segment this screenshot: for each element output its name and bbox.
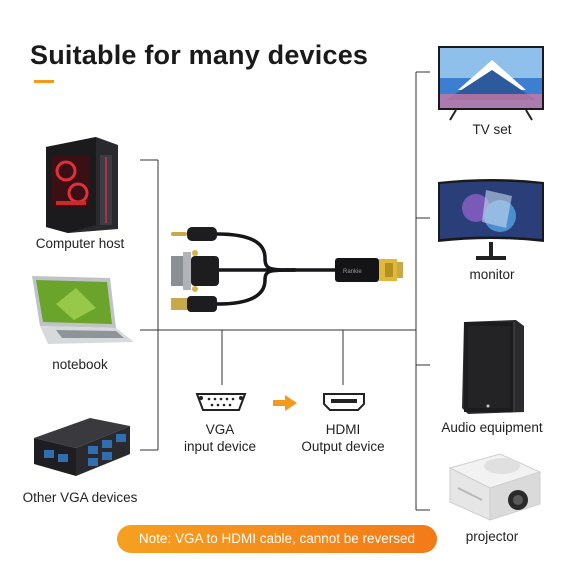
svg-text:Rankie: Rankie bbox=[343, 269, 362, 275]
hdmi-label-line2: Output device bbox=[301, 439, 385, 454]
note-banner: Note: VGA to HDMI cable, cannot be rever… bbox=[117, 525, 437, 553]
vga-to-hdmi-cable-icon: Rankie bbox=[171, 227, 403, 312]
vga-port-icon bbox=[195, 393, 247, 411]
speaker-icon bbox=[462, 320, 524, 414]
vga-label-line1: VGA bbox=[205, 422, 235, 437]
page-title: Suitable for many devices bbox=[30, 40, 369, 70]
device-label-monitor: monitor bbox=[469, 267, 515, 282]
projector-icon bbox=[448, 453, 542, 521]
laptop-icon bbox=[32, 276, 134, 344]
hdmi-label-line1: HDMI bbox=[325, 422, 361, 437]
vga-label-line2: input device bbox=[183, 439, 257, 454]
device-label-audio: Audio equipment bbox=[441, 420, 543, 435]
device-label-notebook: notebook bbox=[52, 357, 108, 372]
title-accent-bar bbox=[34, 80, 54, 83]
device-label-computer-host: Computer host bbox=[35, 236, 125, 251]
monitor-icon bbox=[438, 179, 544, 260]
vga-switch-icon bbox=[34, 418, 130, 476]
device-label-tv: TV set bbox=[472, 122, 512, 137]
desktop-computer-icon bbox=[46, 137, 118, 233]
device-label-other-vga: Other VGA devices bbox=[22, 490, 138, 505]
arrow-right-icon bbox=[273, 395, 297, 411]
hdmi-port-icon bbox=[323, 393, 365, 411]
tv-icon bbox=[438, 46, 544, 121]
device-label-projector: projector bbox=[465, 529, 519, 544]
